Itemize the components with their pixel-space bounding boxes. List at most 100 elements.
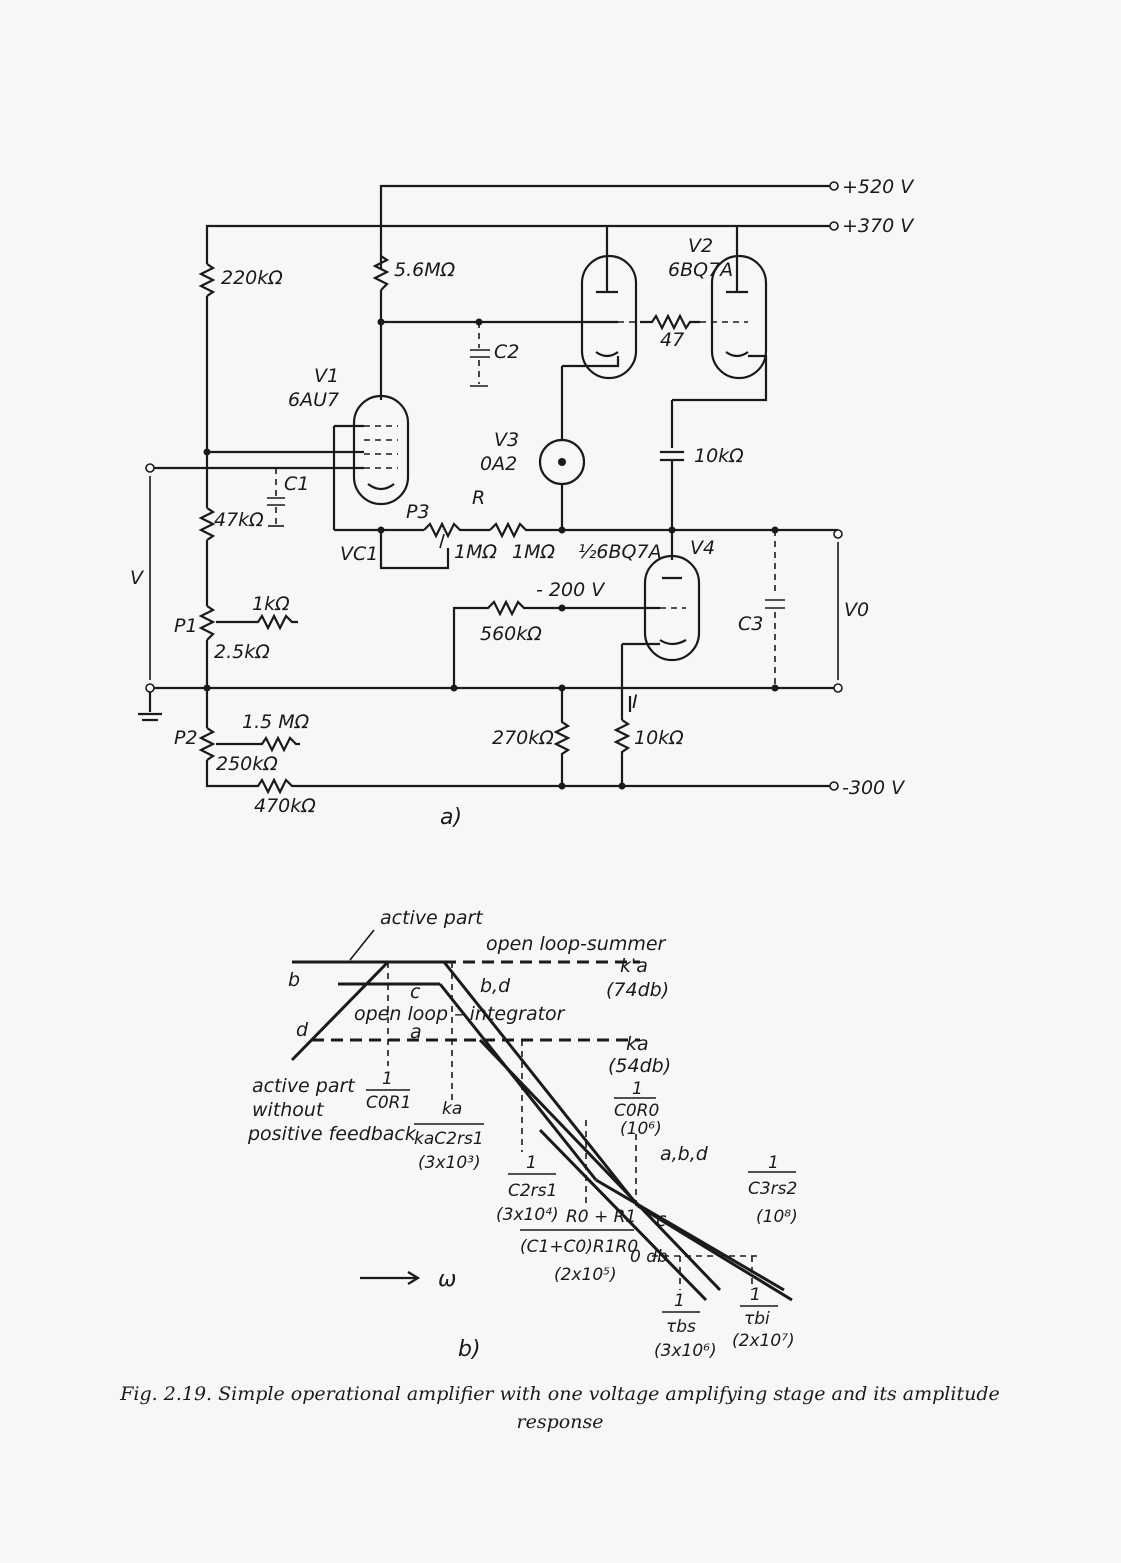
label-bd: b,d	[480, 975, 511, 997]
label-one-c3rs2: 1	[768, 1153, 779, 1173]
label-2-5k: 2.5kΩ	[214, 641, 270, 663]
label-vc1: VC1	[340, 543, 378, 565]
label-one-c2rs1: 1	[526, 1153, 537, 1173]
label-omega: ω	[438, 1267, 456, 1292]
label-minus-300v: -300 V	[842, 777, 906, 799]
label-3x10-3: (3x10³)	[418, 1153, 481, 1173]
label-active-part: active part	[380, 907, 484, 929]
label-10-6: (10⁶)	[620, 1119, 662, 1139]
label-abd: a,b,d	[660, 1143, 709, 1165]
label-c-slope: c	[656, 1209, 667, 1231]
resistor-47k	[198, 507, 216, 541]
label-c1: C1	[284, 473, 309, 495]
label-one-tbi: 1	[750, 1285, 761, 1305]
label-one-c0r0: 1	[632, 1079, 643, 1099]
resistor-270k	[553, 688, 571, 786]
label-one-c0r1: 1	[382, 1069, 393, 1089]
label-47k: 47kΩ	[214, 509, 264, 531]
label-plus-370v: +370 V	[842, 215, 915, 237]
label-plus-520v: +520 V	[842, 176, 915, 198]
label-3x10-6: (3x10⁶)	[654, 1341, 717, 1361]
label-270k: 270kΩ	[492, 727, 554, 749]
label-v2: V2	[688, 235, 713, 257]
label-ka-num: ka	[442, 1099, 462, 1119]
terminal-520v	[829, 181, 839, 191]
label-i: I	[632, 691, 638, 713]
label-0a2: 0A2	[480, 453, 517, 475]
figure-caption: Fig. 2.19. Simple operational amplifier …	[120, 1383, 1000, 1433]
label-vo: V0	[844, 599, 869, 621]
label-74db: (74db)	[606, 979, 669, 1001]
label-1m-a: 1MΩ	[454, 541, 497, 563]
label-c2: C2	[494, 341, 519, 363]
label-c1c0r1r0: (C1+C0)R1R0	[520, 1237, 638, 1257]
label-v4: V4	[690, 537, 715, 559]
label-c0r1: C0R1	[366, 1093, 411, 1113]
label-1m-b: 1MΩ	[512, 541, 555, 563]
tube-v2-right	[710, 254, 768, 380]
label-ka-prime: k'a	[620, 955, 648, 977]
label-5-6m: 5.6MΩ	[394, 259, 456, 281]
label-54db: (54db)	[608, 1055, 671, 1077]
label-10-8: (10⁸)	[756, 1207, 798, 1227]
panel-label-b: b)	[458, 1337, 481, 1362]
label-r: R	[472, 487, 485, 509]
label-47: 47	[660, 329, 684, 351]
label-3x10-4: (3x10⁴)	[496, 1205, 559, 1225]
label-6au7: 6AU7	[288, 389, 339, 411]
label-c3rs2: C3rs2	[748, 1179, 797, 1199]
label-p1: P1	[174, 615, 198, 637]
resistor-10k-bottom	[613, 719, 631, 786]
terminal-370v	[829, 221, 839, 231]
rail-370v	[205, 224, 830, 264]
label-one-tbs: 1	[674, 1291, 685, 1311]
label-0db: 0 db	[630, 1247, 668, 1267]
label-250k: 250kΩ	[216, 753, 278, 775]
label-220k: 220kΩ	[221, 267, 283, 289]
label-v3: V3	[494, 429, 519, 451]
label-10k-bottom: 10kΩ	[634, 727, 684, 749]
label-560k: 560kΩ	[480, 623, 542, 645]
label-1-5m: 1.5 MΩ	[242, 711, 310, 733]
label-without: without	[252, 1099, 325, 1121]
label-d: d	[296, 1019, 309, 1041]
label-tbi: τbi	[744, 1309, 770, 1329]
tube-v1	[352, 394, 410, 506]
label-10k-top: 10kΩ	[694, 445, 744, 467]
panel-label-a: a)	[440, 805, 462, 830]
rail-520v	[379, 184, 830, 270]
label-c2rs1: C2rs1	[508, 1181, 557, 1201]
label-v-input: V	[130, 567, 145, 589]
label-470k: 470kΩ	[254, 795, 316, 817]
potentiometer-p3	[423, 521, 490, 539]
resistor-5-6m	[372, 255, 390, 291]
label-c0r0: C0R0	[614, 1101, 659, 1121]
label-half-6bq7a: ½6BQ7A	[578, 541, 662, 563]
label-open-loop-summer: open loop-summer	[486, 933, 667, 955]
label-ka-c2rs1: kaC2rs1	[414, 1129, 484, 1149]
label-2x10-7: (2x10⁷)	[732, 1331, 795, 1351]
circuit-schematic: +520 V +370 V 220kΩ 5.6MΩ C2	[130, 176, 915, 830]
label-ka: ka	[626, 1033, 649, 1055]
resistor-220k	[198, 263, 216, 297]
label-active-part-without: active part	[252, 1075, 356, 1097]
label-minus-200v: - 200 V	[536, 579, 606, 601]
figure-diagram: +520 V +370 V 220kΩ 5.6MΩ C2	[130, 176, 915, 1362]
label-2x10-5: (2x10⁵)	[554, 1265, 617, 1285]
label-p2: P2	[174, 727, 198, 749]
label-a: a	[410, 1021, 422, 1043]
label-b: b	[288, 969, 300, 991]
resistor-r	[489, 521, 562, 539]
label-tbs: τbs	[666, 1317, 696, 1337]
potentiometer-p1	[198, 605, 216, 641]
label-open-loop-integrator: open loop – integrator	[354, 1003, 566, 1025]
resistor-560k	[452, 599, 562, 688]
amplitude-response-plot: active part open loop-summer k'a (74db) …	[247, 907, 798, 1362]
label-1k: 1kΩ	[252, 593, 290, 615]
label-positive-feedback: positive feedback	[247, 1123, 417, 1145]
label-6bq7a-v2: 6BQ7A	[668, 259, 733, 281]
label-r0-r1: R0 + R1	[566, 1207, 636, 1227]
label-c-top: c	[410, 981, 421, 1003]
tube-v2-left	[580, 254, 638, 380]
